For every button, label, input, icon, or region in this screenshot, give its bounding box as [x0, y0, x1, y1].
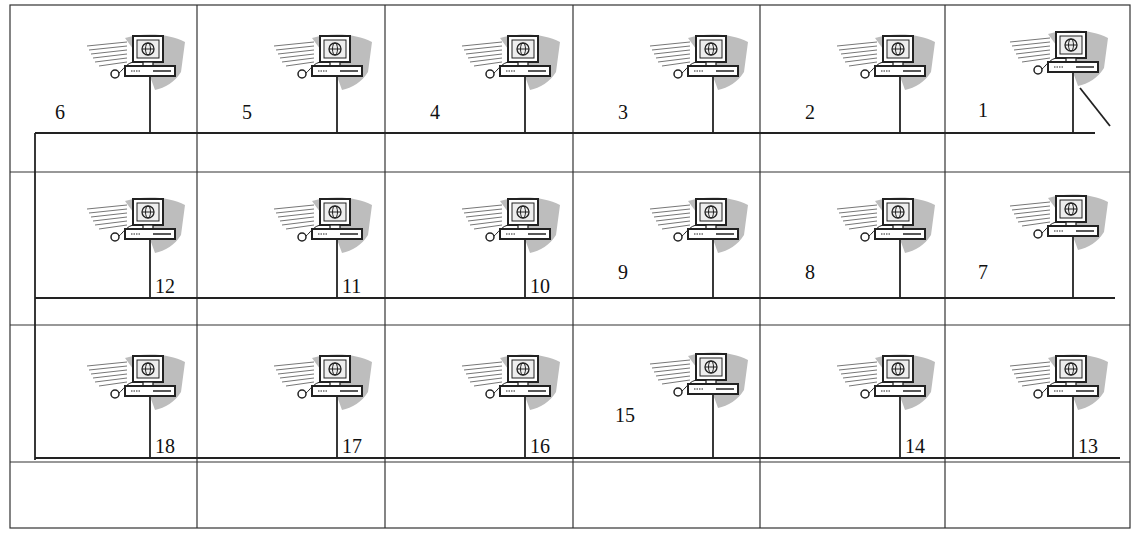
- callout-number: 7: [978, 262, 988, 282]
- callout-number: 10: [530, 276, 550, 296]
- callout-number: 11: [342, 276, 361, 296]
- callout-number: 14: [905, 436, 925, 456]
- callout-number: 2: [805, 102, 815, 122]
- callout-number: 6: [55, 102, 65, 122]
- callout-number: 8: [805, 262, 815, 282]
- callout-number: 15: [615, 405, 635, 425]
- callout-number: 9: [618, 262, 628, 282]
- callout-number: 1: [978, 100, 988, 120]
- callout-number: 12: [155, 276, 175, 296]
- callout-number: 13: [1078, 436, 1098, 456]
- callout-number: 4: [430, 102, 440, 122]
- callout-number: 3: [618, 102, 628, 122]
- callout-number: 17: [342, 436, 362, 456]
- callout-number: 5: [242, 102, 252, 122]
- callout-number: 18: [155, 436, 175, 456]
- callout-number: 16: [530, 436, 550, 456]
